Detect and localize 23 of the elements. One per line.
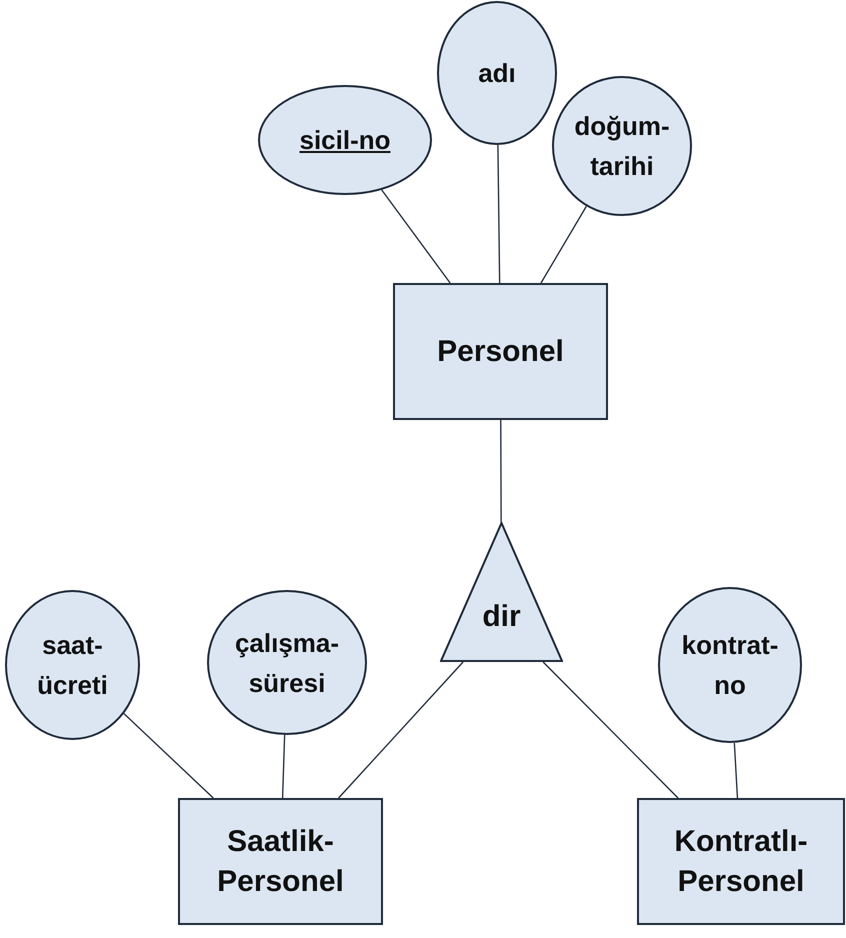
entity-box xyxy=(637,798,845,925)
connector-line xyxy=(338,662,464,798)
entity-label: Saatlik-Personel xyxy=(216,824,345,900)
entity-label: Personel xyxy=(437,334,564,370)
connector-line xyxy=(123,713,214,798)
connector-line xyxy=(734,742,738,798)
entity-box xyxy=(393,283,608,420)
relationship-label: dir xyxy=(482,599,521,635)
attribute-label: doğum-tarihi xyxy=(573,110,671,183)
connector-line xyxy=(497,144,500,283)
connector-line xyxy=(540,206,587,284)
connector-line xyxy=(282,734,286,798)
entity-box xyxy=(178,798,383,925)
relationship-triangle xyxy=(440,522,563,662)
connector-line xyxy=(500,420,502,523)
connector-line xyxy=(381,189,451,284)
attribute-label: kontrat-no xyxy=(680,629,780,702)
entity-label: Kontratlı-Personel xyxy=(673,824,809,900)
attribute-label: çalışma-süresi xyxy=(234,626,340,700)
attribute-label: adı xyxy=(478,57,516,90)
attribute-label: sicil-no xyxy=(299,124,390,157)
attribute-label: saat-ücreti xyxy=(36,629,109,702)
connector-line xyxy=(542,662,678,798)
